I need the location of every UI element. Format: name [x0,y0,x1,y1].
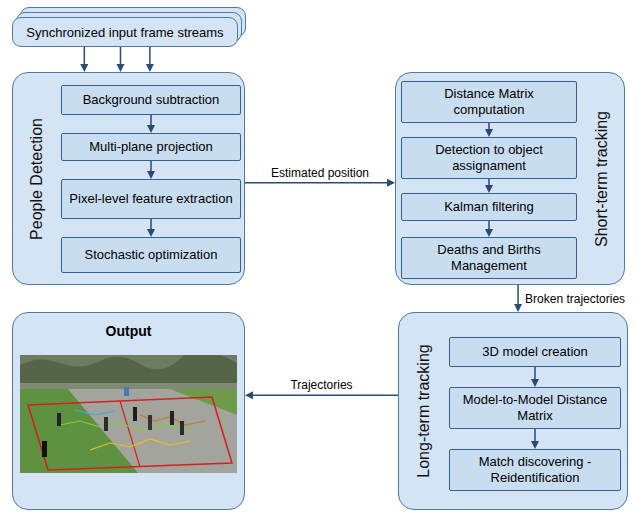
process-box: Distance Matrix computation [401,81,577,123]
stage-title: Long-term tracking [415,344,433,477]
grass [170,389,237,415]
arrow-head [485,185,493,193]
arrow-head [245,391,253,399]
arrow-line [517,285,519,305]
box-label: Pixel-level feature extraction [69,191,232,207]
box-label: Kalman filtering [444,199,534,215]
trajectory [60,421,195,433]
box-label: Multi-plane projection [89,139,213,155]
arrow-line [488,221,490,230]
tracking-output-image [20,355,237,473]
flow-arrow [531,367,539,387]
box-label: Deaths and Births Management [408,242,570,273]
tracking-area [28,397,232,470]
arrow-head [387,179,395,187]
arrow-line [84,47,86,65]
person [180,421,184,435]
arrow-head [485,129,493,137]
process-box: Detection to object assignament [401,137,577,179]
flow-arrow [485,123,493,137]
flow-arrow [80,47,88,72]
process-box: Multi-plane projection [61,133,241,161]
flow-arrow [146,47,154,72]
stage-title: Short-term tracking [593,110,611,246]
person [148,415,152,430]
arrow-line [150,115,152,126]
output-panel: Output [12,312,245,510]
arrow-head [531,441,539,449]
box-label: Detection to object assignament [408,142,570,173]
arrow-head [116,64,124,72]
person [104,417,108,431]
stage-panel: Long-term tracking 3D model creationModel… [398,312,628,510]
arrow-line [245,182,388,184]
arrow-head [485,229,493,237]
box-label: Synchronized input frame streams [26,25,223,40]
edge-label: Broken trajectories [524,292,626,306]
arrow-head [147,229,155,237]
flow-arrow [531,429,539,449]
flow-arrow [116,47,124,72]
box-label: Distance Matrix computation [408,86,570,117]
flow-arrow [485,221,493,237]
stage-title: People Detection [28,118,46,240]
arrow-line [150,161,152,172]
panel-title: Output [13,323,244,339]
arrow-line [149,47,151,65]
person [133,407,137,421]
trajectory [90,439,190,450]
arrow-head [146,64,154,72]
flow-arrow [147,219,155,237]
arrow-line [488,123,490,130]
flow-arrow [147,115,155,133]
arrow-line [488,179,490,186]
box-label: Stochastic optimization [85,247,218,263]
process-box: 3D model creation [449,337,621,367]
process-box: Background subtraction [61,85,241,115]
person [42,441,47,457]
person [170,411,174,425]
stage-panel: Short-term tracking Distance Matrix compu… [395,72,625,285]
arrow-head [147,125,155,133]
person [57,413,61,426]
arrow-head [514,304,522,312]
flow-arrow [514,285,522,312]
box-label: Background subtraction [83,92,220,108]
arrow-head [147,171,155,179]
process-box: Kalman filtering [401,193,577,221]
arrow-head [531,379,539,387]
trajectory [75,410,115,415]
process-box: Match discovering - Reidentification [449,449,621,491]
box-label: Model-to-Model Distance Matrix [456,392,614,423]
arrow-line [534,367,536,380]
sign [124,387,129,396]
process-box: Deaths and Births Management [401,237,577,279]
flow-arrow [245,179,395,187]
process-box: Stochastic optimization [61,237,241,273]
process-box: Model-to-Model Distance Matrix [449,387,621,429]
process-box: Pixel-level feature extraction [61,179,241,219]
arrow-line [120,47,122,65]
box-label: Match discovering - Reidentification [456,454,614,485]
arrow-line [534,429,536,442]
box-label: 3D model creation [482,344,588,360]
edge-label: Estimated position [270,166,370,180]
edge-label: Trajectories [289,378,353,392]
arrow-head [80,64,88,72]
tracking-area [120,401,140,467]
stage-panel: People Detection Background subtractionMu… [12,72,245,285]
flow-arrow [485,179,493,193]
tree-line [20,355,237,385]
flow-arrow [245,391,398,399]
flow-arrow [147,161,155,179]
input-box: Synchronized input frame streams [12,17,238,47]
arrow-line [150,219,152,230]
arrow-line [252,394,398,396]
